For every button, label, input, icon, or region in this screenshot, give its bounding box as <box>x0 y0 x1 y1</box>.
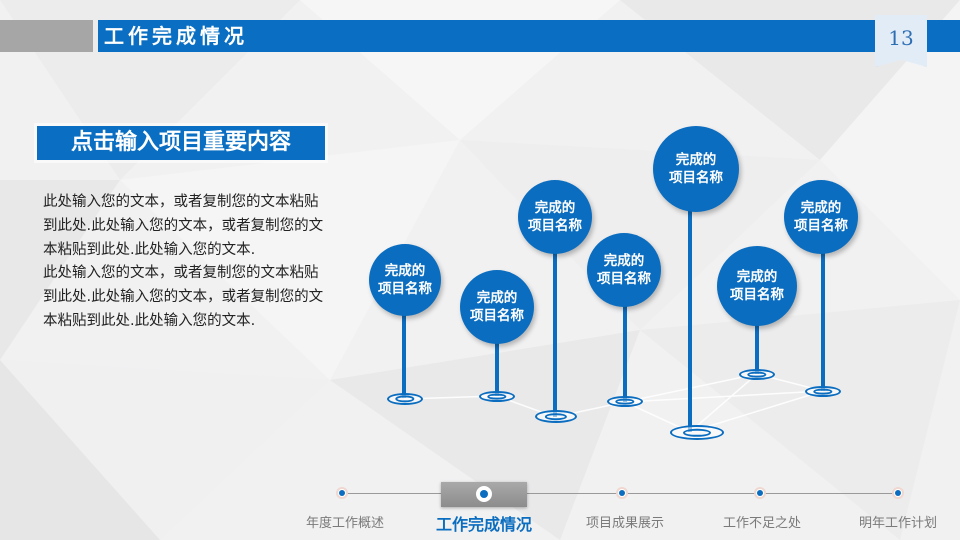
nav-item-work-completion[interactable]: 工作完成情况 <box>435 515 533 534</box>
page-title: 工作完成情况 <box>104 24 248 48</box>
pin-label-line2: 项目名称 <box>730 287 784 303</box>
pin-label-line1: 完成的 <box>675 152 717 168</box>
nav-item-project-results[interactable]: 项目成果展示 <box>585 516 665 531</box>
page-number-tag <box>875 15 927 67</box>
pin-stem <box>821 230 825 391</box>
title-bar-accent <box>0 20 93 52</box>
pin-base-icon <box>535 410 577 423</box>
title-bar <box>98 20 960 52</box>
pin-stem <box>402 300 406 398</box>
pin-circle: 完成的 项目名称 <box>653 126 739 212</box>
pin-base-icon <box>479 391 515 402</box>
nav-dot-icon[interactable] <box>476 486 492 502</box>
pin-circle: 完成的 项目名称 <box>784 180 858 254</box>
pin-label-line1: 完成的 <box>800 200 842 216</box>
paragraph: 此处输入您的文本，或者复制您的文本粘贴到此处.此处输入您的文本，或者复制您的文本… <box>43 194 324 258</box>
nav-dot-icon[interactable] <box>892 487 904 499</box>
pin-label-line2: 项目名称 <box>597 271 651 287</box>
page-number: 13 <box>888 26 914 50</box>
pin-circle: 完成的 项目名称 <box>460 270 534 344</box>
pin-circle: 完成的 项目名称 <box>518 180 592 254</box>
pin-base-icon <box>805 386 841 397</box>
pin-stem <box>688 170 692 432</box>
pin-label-line2: 项目名称 <box>528 218 582 234</box>
pin-circle: 完成的 项目名称 <box>587 233 661 307</box>
pin-base-icon <box>670 425 724 440</box>
pin-label-line1: 完成的 <box>384 263 426 279</box>
pin-label-line2: 项目名称 <box>378 281 432 297</box>
pin-stem <box>755 300 759 374</box>
pin-label-line2: 项目名称 <box>794 218 848 234</box>
pin-circle: 完成的 项目名称 <box>717 246 797 326</box>
pin-label-line1: 完成的 <box>534 200 576 216</box>
pin-circle: 完成的 项目名称 <box>369 244 441 316</box>
pin-label-line2: 项目名称 <box>669 170 723 186</box>
pin-stem <box>623 290 627 402</box>
pin-base-icon <box>607 396 643 407</box>
nav-item-annual-overview[interactable]: 年度工作概述 <box>305 516 385 531</box>
nav-dot-icon[interactable] <box>616 487 628 499</box>
nav-item-next-year-plan[interactable]: 明年工作计划 <box>858 516 938 531</box>
pin-label-line1: 完成的 <box>476 290 518 306</box>
pin-base-icon <box>739 369 775 380</box>
pin-label-line2: 项目名称 <box>470 308 524 324</box>
body-text-block[interactable]: 此处输入您的文本，或者复制您的文本粘贴到此处.此处输入您的文本，或者复制您的文本… <box>43 191 325 334</box>
section-heading[interactable]: 点击输入项目重要内容 <box>37 126 325 160</box>
nav-dot-icon[interactable] <box>754 487 766 499</box>
pin-base-icon <box>387 393 423 405</box>
nav-item-shortcomings[interactable]: 工作不足之处 <box>722 516 802 531</box>
nav-dot-icon[interactable] <box>336 487 348 499</box>
pin-stem <box>553 240 557 417</box>
section-nav: 年度工作概述 工作完成情况 项目成果展示 工作不足之处 明年工作计划 <box>0 470 960 540</box>
pin-label-line1: 完成的 <box>736 269 778 285</box>
paragraph: 此处输入您的文本，或者复制您的文本粘贴到此处.此处输入您的文本，或者复制您的文本… <box>43 265 324 329</box>
pin-stem <box>495 330 499 396</box>
pin-label-line1: 完成的 <box>603 253 645 269</box>
